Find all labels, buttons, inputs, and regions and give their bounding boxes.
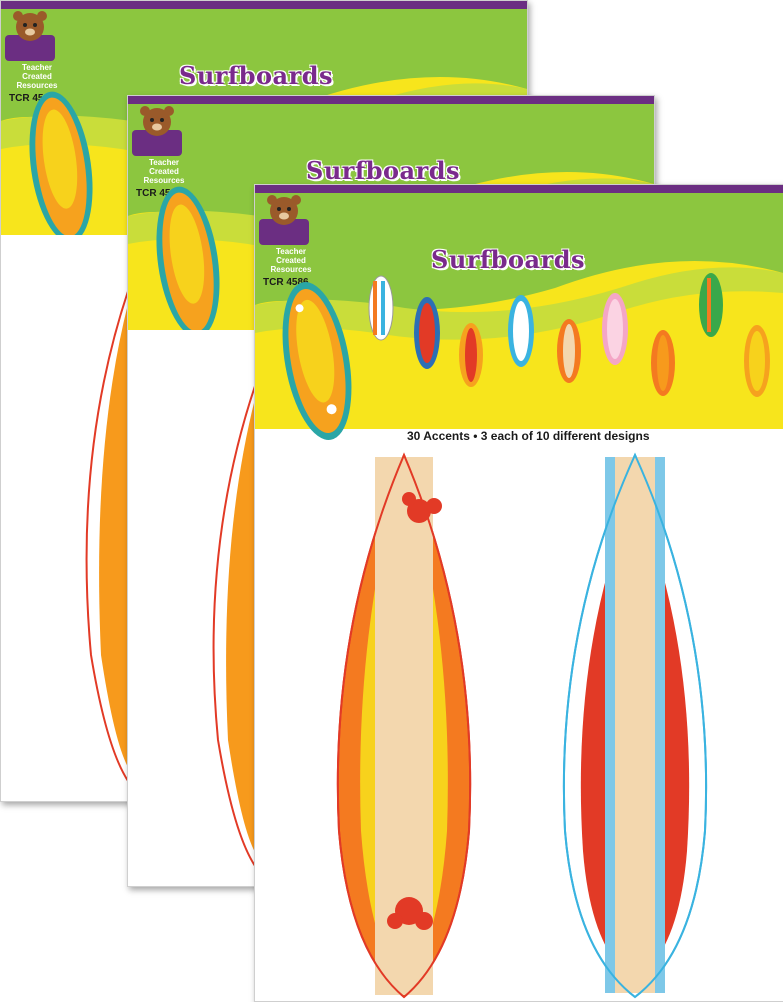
hibiscus-icon xyxy=(387,492,442,930)
product-title: Surfboards xyxy=(179,61,334,90)
featured-surfboard-icon xyxy=(29,91,93,235)
bear-logo-icon xyxy=(259,195,309,245)
thumb-9 xyxy=(744,325,770,397)
featured-surfboard-icon xyxy=(156,186,220,330)
brand-line-2: Created xyxy=(276,256,306,265)
brand-line-3: Resources xyxy=(16,81,58,90)
big-surfboard-orange-hibiscus xyxy=(336,452,472,999)
thumb-6 xyxy=(602,293,628,365)
purple-band xyxy=(255,185,783,193)
product-title: Surfboards xyxy=(431,245,586,274)
brand-logo-text: Teacher Created Resources xyxy=(134,158,194,185)
thumb-7 xyxy=(651,330,675,396)
thumb-2 xyxy=(414,297,440,369)
brand-line-3: Resources xyxy=(143,176,185,185)
front-pack: Teacher Created Resources TCR 4586 Surfb… xyxy=(254,184,783,1002)
brand-line-1: Teacher xyxy=(21,63,53,72)
thumb-3 xyxy=(459,323,483,387)
brand-line-1: Teacher xyxy=(148,158,180,167)
purple-band xyxy=(128,96,654,104)
brand-line-2: Created xyxy=(149,167,179,176)
accents-description: 30 Accents • 3 each of 10 different desi… xyxy=(407,429,650,443)
product-title: Surfboards xyxy=(306,156,461,185)
thumb-1 xyxy=(368,275,394,341)
product-code: TCR 4586 xyxy=(263,277,309,288)
brand-line-2: Created xyxy=(22,72,52,81)
product-code: TCR 4586 xyxy=(136,188,182,199)
thumb-4 xyxy=(508,295,534,367)
brand-logo-text: Teacher Created Resources xyxy=(261,247,321,274)
purple-band xyxy=(1,1,527,9)
header-art: Teacher Created Resources TCR 4586 Surfb… xyxy=(255,193,783,443)
surfboard-thumbnails xyxy=(282,273,770,440)
thumb-8 xyxy=(699,273,723,337)
big-surfboard-blue-outline xyxy=(562,452,708,999)
brand-line-1: Teacher xyxy=(275,247,307,256)
thumb-5 xyxy=(557,319,581,383)
product-code: TCR 4586 xyxy=(9,93,55,104)
bear-logo-icon xyxy=(132,106,182,156)
brand-logo-text: Teacher Created Resources xyxy=(7,63,67,90)
featured-surfboard-icon xyxy=(282,282,352,440)
brand-line-3: Resources xyxy=(270,265,312,274)
bear-logo-icon xyxy=(5,11,55,61)
